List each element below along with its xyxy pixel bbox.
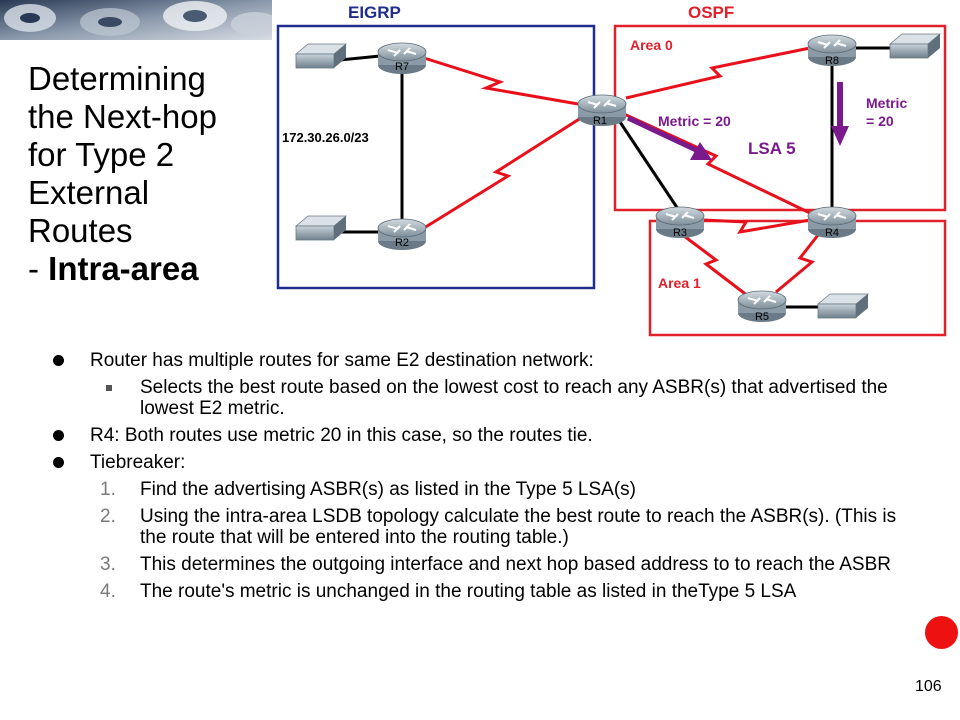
switch-icon [295,43,347,69]
eigrp-domain-box [276,24,596,290]
step-text: This determines the outgoing interface a… [140,554,891,575]
sub-bullet-item: Selects the best route based on the lowe… [50,377,910,419]
switch-icon [889,33,941,59]
title-prefix: - [28,250,49,287]
bullet-text: Tiebreaker: [90,452,186,473]
router-label-r2: R2 [395,237,409,249]
network-topology-diagram: R7 R2 R1 R8 R3 R4 R5 EIGRP OSPF Area 0 A… [276,3,947,337]
serial-r4-r5 [775,229,824,294]
step-number: 1. [100,479,116,500]
metric-label-r8-line1: Metric [866,95,907,111]
title-bold-part: Intra-area [48,250,199,287]
router-label-r5: R5 [755,311,769,323]
step-text: Using the intra-area LSDB topology calcu… [140,506,897,548]
ospf-domain-label: OSPF [688,3,734,22]
title-line-3: for Type 2 [28,136,175,173]
router-label-r1: R1 [593,115,607,127]
step-number: 3. [100,554,116,575]
metric-label-r1: Metric = 20 [658,113,731,129]
bullet-item: R4: Both routes use metric 20 in this ca… [50,425,910,446]
bullet-item: Router has multiple routes for same E2 d… [50,350,910,371]
router-label-r4: R4 [825,227,839,239]
bullet-dot-icon [53,457,64,468]
numbered-item: 2. Using the intra-area LSDB topology ca… [50,506,910,548]
bullet-dot-icon [53,430,64,441]
step-number: 4. [100,581,116,602]
switch-icon [817,293,869,319]
switch-icon [295,215,347,241]
numbered-item: 4. The route's metric is unchanged in th… [50,581,910,602]
bullet-text: Router has multiple routes for same E2 d… [90,350,594,371]
title-line-2: the Next-hop [28,98,217,135]
serial-r2-r1 [423,114,585,230]
serial-r3-r4 [702,218,811,235]
slide-title: Determining the Next-hop for Type 2 Exte… [28,60,278,288]
metric-label-r8-line2: = 20 [866,113,894,129]
metric-arrow-r1-head [690,142,712,160]
lsa5-label: LSA 5 [748,139,796,158]
sub-bullet-text: Selects the best route based on the lowe… [140,377,888,419]
bullet-list: Router has multiple routes for same E2 d… [50,350,910,608]
area0-label: Area 0 [630,37,673,53]
eigrp-domain-label: EIGRP [348,3,401,22]
step-text: Find the advertising ASBR(s) as listed i… [140,479,636,500]
network-prefix-label: 172.30.26.0/23 [282,130,369,145]
bullet-dot-icon [53,355,64,366]
serial-r7-r1 [423,56,579,106]
page-number: 106 [915,678,942,695]
router-label-r8: R8 [825,55,839,67]
link-sw-r7 [339,54,381,62]
title-line-4: External [28,174,150,211]
step-number: 2. [100,506,116,527]
bullet-text: R4: Both routes use metric 20 in this ca… [90,425,593,446]
serial-r3-r5 [683,234,749,298]
numbered-item: 3. This determines the outgoing interfac… [50,554,910,575]
header-banner-image [0,0,272,40]
red-dot-marker [925,616,958,649]
link-r1-r3 [610,109,682,213]
serial-r1-r8 [625,46,811,100]
step-text: The route's metric is unchanged in the r… [140,581,797,602]
numbered-item: 1. Find the advertising ASBR(s) as liste… [50,479,910,500]
router-label-r3: R3 [673,227,687,239]
metric-arrow-r8-head [831,126,849,146]
router-label-r7: R7 [395,61,409,73]
sub-bullet-icon [106,385,112,391]
title-line-1: Determining [28,60,206,97]
area1-label: Area 1 [658,275,701,291]
title-line-5: Routes [28,212,133,249]
metric-arrow-r1 [626,115,698,153]
bullet-item: Tiebreaker: [50,452,910,473]
title-line-6: - Intra-area [28,250,278,288]
